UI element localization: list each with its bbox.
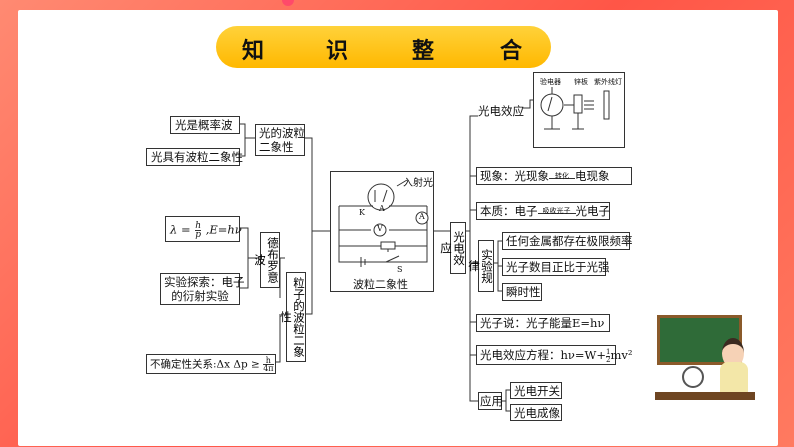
law-intensity-box: 光子数目正比于光强 (502, 258, 610, 276)
light-wave-particle-line2: 二象性 (259, 140, 294, 154)
lambda-fraction: h p (195, 221, 202, 240)
particle-wave-duality-text: 粒子的波粒二象性 (279, 276, 306, 358)
dual-nature-box: 光具有波粒二象性 (146, 148, 243, 166)
de-broglie-formula-box: λ = h p ,E=hν (165, 216, 242, 242)
photon-theory-box: 光子说：光子能量E=hν (476, 314, 610, 332)
experiment-line2: 的衍射实验 (171, 289, 229, 303)
title-banner: 知 识 整 合 (216, 26, 551, 68)
circuit-drawing (338, 179, 429, 267)
uncertainty-denominator: 4π (263, 364, 274, 373)
photon-theory-text: 光子说：光子能量E=hν (480, 316, 605, 330)
law-intensity-text: 光子数目正比于光强 (506, 260, 610, 274)
photo-imaging-box: 光电成像 (510, 404, 562, 421)
phenomenon-suffix: 电现象 (575, 169, 610, 183)
lambda-label: λ = (170, 222, 191, 237)
electroscope-label: 验电器 (540, 78, 561, 86)
law-threshold-box: 任何金属都存在极限频率 (502, 232, 633, 250)
conversion-arrow: 转化 (549, 169, 575, 180)
wave-particle-caption: 波粒二象性 (353, 278, 408, 291)
law-instant-box: 瞬时性 (502, 283, 542, 301)
uncertainty-fraction: h 4π (263, 357, 274, 373)
teacher-head-illustration (722, 338, 744, 368)
uncertainty-numerator: h (263, 357, 274, 365)
photo-switch-box: 光电开关 (510, 382, 562, 399)
desk-illustration (655, 392, 755, 400)
photoelectric-effect-label: 光电效应 (478, 104, 524, 118)
energy-relation: ,E=hν (205, 222, 242, 237)
ammeter-a-label: A (419, 212, 425, 221)
voltmeter-v-label: V (377, 224, 383, 233)
equation-denominator: 2 (606, 355, 611, 364)
essence-box: 本质：电子吸收光子光电子 (476, 202, 610, 220)
application-text: 应用 (480, 394, 503, 408)
lambda-numerator: h (195, 221, 202, 231)
electron-diffraction-box: 实验探索：电子 的衍射实验 (160, 273, 245, 305)
zinc-plate-label: 锌板 (574, 78, 588, 86)
decorative-dot (282, 0, 294, 6)
light-wave-particle-box: 光的波粒 二象性 (255, 124, 305, 156)
photo-switch-text: 光电开关 (514, 384, 560, 398)
uv-lamp-label: 紫外线灯 (594, 78, 622, 86)
experiment-apparatus: 验电器 锌板 紫外线灯 (533, 72, 625, 148)
dual-nature-text: 光具有波粒二象性 (151, 150, 243, 164)
photo-imaging-text: 光电成像 (514, 406, 560, 420)
uncertainty-expression: Δx Δp ≥ (216, 358, 260, 371)
phenomenon-prefix: 现象：光现象 (480, 169, 549, 183)
application-box: 应用 (478, 392, 503, 410)
probability-wave-box: 光是概率波 (170, 116, 240, 134)
equation-suffix: mv² (610, 348, 633, 362)
light-wave-particle-line1: 光的波粒 (259, 126, 305, 140)
title-char: 合 (500, 39, 523, 64)
experiment-line1: 实验探索：电子 (164, 275, 245, 289)
teacher-body-illustration (720, 362, 748, 394)
globe-illustration (682, 366, 704, 388)
law-instant-text: 瞬时性 (506, 285, 541, 299)
anode-a-label: A (379, 204, 385, 213)
equation-prefix: 光电效应方程：hν=W+ (480, 348, 606, 362)
experiment-laws-text: 实验规律 (467, 248, 494, 284)
de-broglie-wave-box: 德布罗意波 (253, 232, 280, 288)
photoelectric-vertical-box: 光电效应 (439, 222, 466, 274)
particle-wave-duality-box: 粒子的波粒二象性 (279, 272, 306, 362)
incident-light-label: 入射光 (403, 178, 433, 189)
experiment-laws-box: 实验规律 (467, 240, 494, 292)
de-broglie-wave-text: 德布罗意波 (253, 237, 280, 283)
switch-s-label: S (397, 265, 403, 274)
law-threshold-text: 任何金属都存在极限频率 (506, 234, 633, 248)
equation-numerator: 1 (606, 347, 611, 357)
lambda-denominator: p (195, 230, 202, 240)
essence-prefix: 本质：电子 (480, 204, 538, 218)
uncertainty-box: 不确定性关系:Δx Δp ≥ h 4π (146, 354, 276, 374)
cathode-k-label: K (359, 208, 365, 217)
photoelectric-vertical-text: 光电效应 (439, 230, 466, 266)
title-char: 知 (242, 39, 265, 64)
essence-suffix: 光电子 (575, 204, 611, 218)
title-char: 识 (326, 39, 349, 64)
title-char: 整 (412, 39, 435, 64)
absorb-photon-arrow: 吸收光子 (537, 204, 576, 215)
phenomenon-box: 现象：光现象转化电现象 (476, 167, 632, 185)
apparatus-drawing (540, 87, 610, 130)
probability-wave-text: 光是概率波 (175, 118, 233, 132)
uncertainty-label: 不确定性关系: (150, 358, 217, 371)
circuit-diagram: 入射光 K A V A S 波粒二象性 (330, 171, 434, 292)
